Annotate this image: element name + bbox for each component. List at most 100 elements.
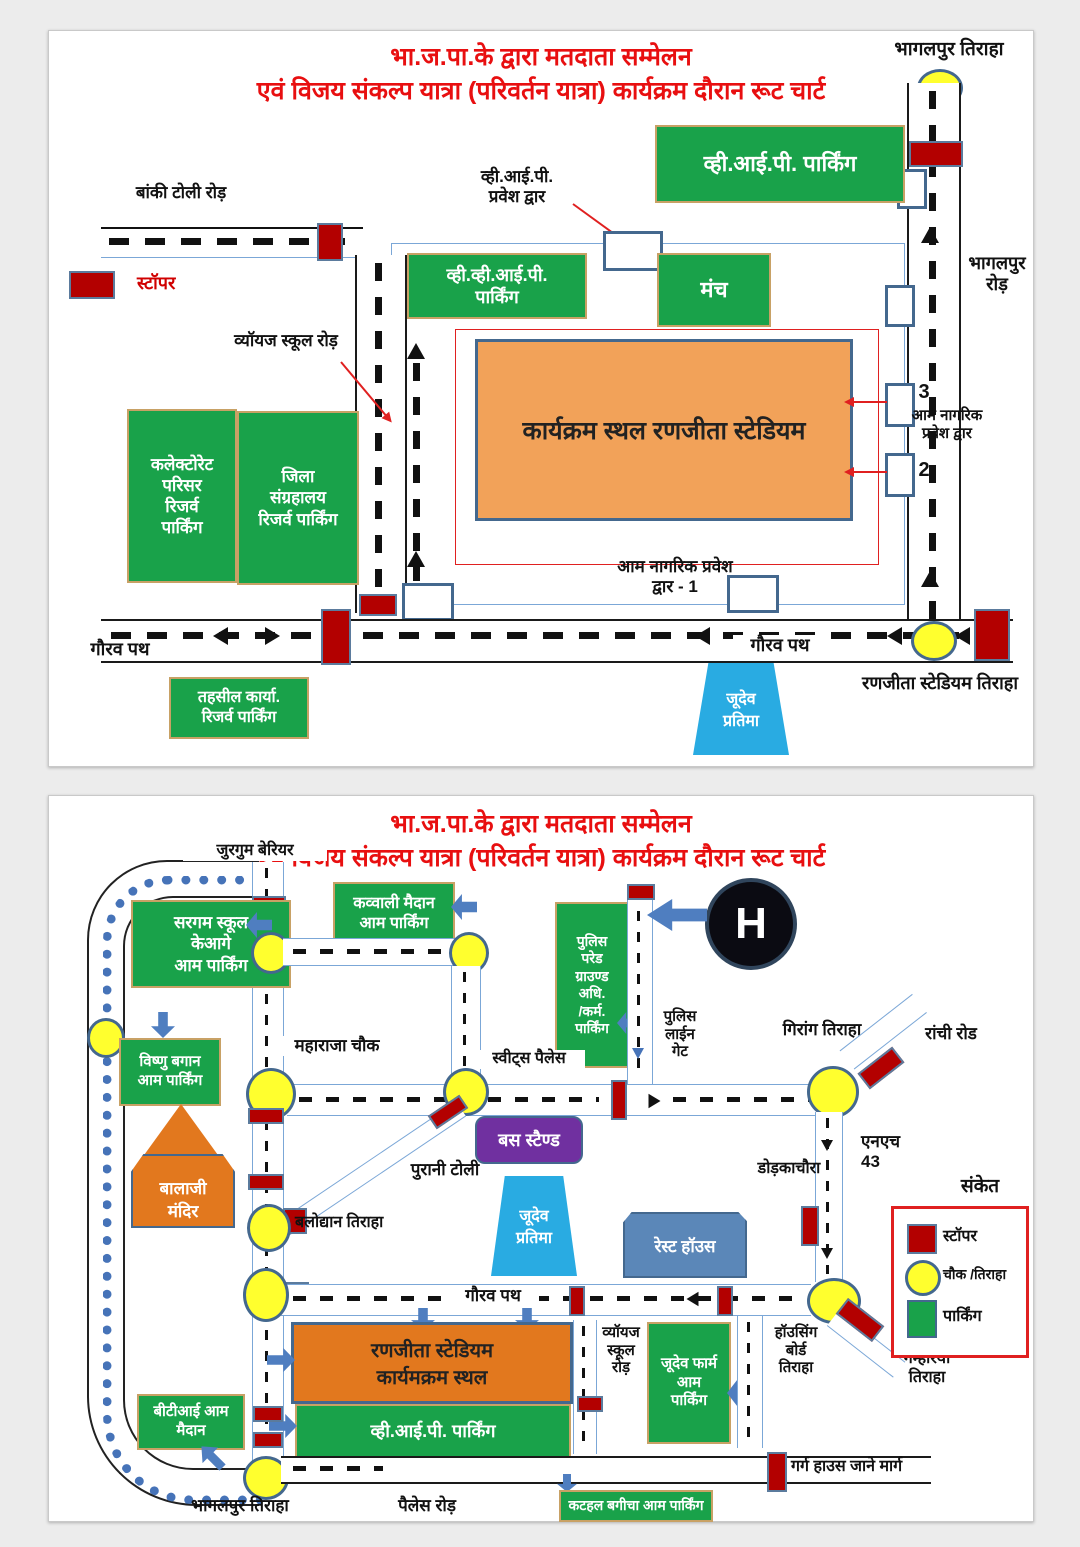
- walkway-dashes: [413, 363, 420, 581]
- gate-vip-entry: [603, 231, 663, 271]
- label-girang-tiraha: गिरांग तिराहा: [782, 1020, 862, 1039]
- arrow-right-icon: [648, 1093, 661, 1109]
- ring-road-dots: [103, 876, 262, 1504]
- road-housing-board: [737, 1316, 763, 1448]
- stopper-nh43: [801, 1206, 819, 1246]
- vishnu-bagan-parking-box: विष्णु बगान आम पार्किंग: [119, 1038, 221, 1106]
- girang-tiraha-chowk: [807, 1066, 859, 1118]
- map-panel-top: भा.ज.पा.के द्वारा मतदाता सम्मेलन एवं विज…: [48, 30, 1034, 767]
- label-sweets-palace: स्वीट्स पैलेस: [473, 1050, 585, 1069]
- stadium-red-boundary: [455, 329, 879, 565]
- label-ranchi-road: रांची रोड: [925, 1024, 977, 1043]
- stopper-vip-a: [253, 1406, 283, 1422]
- label-stopper: स्टॉपर: [137, 273, 176, 293]
- legend-title: संकेत: [960, 1176, 1000, 1197]
- gaurav-west-chowk: [243, 1268, 289, 1322]
- stopper-vyoyaj-road: [359, 594, 397, 616]
- stopper-gaurav2-a: [569, 1286, 585, 1316]
- stopper-left-road-1: [248, 1108, 284, 1124]
- arrow-down-icon: [821, 1248, 833, 1259]
- arrow-left-icon: [887, 627, 902, 645]
- museum-parking-box: जिला संग्रहालय रिजर्व पार्किंग: [237, 411, 359, 585]
- label-gate-3: 3: [918, 381, 930, 403]
- arrow-right-icon: [265, 627, 280, 645]
- arrow-left-icon: [695, 627, 710, 645]
- label-balodyan-tiraha: बलोद्यान तिराहा: [295, 1214, 384, 1231]
- legend-parking-icon: [907, 1300, 937, 1338]
- rest-house-box: रेस्ट हॉउस: [623, 1212, 747, 1278]
- label-banki-toli-road: बांकी टोली रोड़: [135, 183, 227, 202]
- stopper-vyoyaj-2: [577, 1396, 603, 1412]
- stopper-vip-b: [253, 1432, 283, 1448]
- vip-parking-box-2: व्ही.आई.पी. पार्किंग: [295, 1404, 571, 1458]
- stopper-main-road: [611, 1080, 627, 1120]
- road-banki-toli-dashes: [109, 238, 347, 245]
- label-nh43: एनएच 43: [861, 1132, 901, 1172]
- stopper-bhagalpur-road: [909, 141, 963, 167]
- gate-walkway: [402, 583, 454, 621]
- qawwali-parking-box: कव्वाली मैदान आम पार्किंग: [333, 882, 455, 946]
- label-bhagalpur-road: भागलपुर रोड़: [968, 253, 1026, 295]
- gate-2: [885, 453, 915, 497]
- label-police-line-gate: पुलिस लाईन गेट: [663, 1008, 697, 1061]
- arrow-up-icon: [407, 343, 425, 359]
- gate-1: [727, 575, 779, 613]
- map1-title-line1: भा.ज.पा.के द्वारा मतदाता सम्मेलन: [390, 43, 692, 71]
- label-vip-entry-gate: व्ही.आई.पी. प्रवेश द्वार: [480, 167, 554, 207]
- label-gaurav-path-right: गौरव पथ: [733, 635, 827, 657]
- map2-title-line1: भा.ज.पा.के द्वारा मतदाता सम्मेलन: [390, 810, 692, 838]
- legend-stopper-icon: [907, 1224, 937, 1254]
- stopper-left-road-2: [248, 1174, 284, 1190]
- road-main-vertical-dashes: [265, 868, 268, 1456]
- road-main-dashes-east: [673, 1097, 809, 1102]
- stopper-banki-toli: [317, 223, 343, 261]
- arrow-left-icon: [213, 627, 228, 645]
- balaji-mandir: बालाजी मंदिर: [131, 1154, 235, 1228]
- arrow-down-blue-icon: [632, 1048, 644, 1059]
- judev-farm-parking-box: जूदेव फार्म आम पार्किंग: [647, 1322, 731, 1444]
- road-palace-dashes: [293, 1466, 383, 1471]
- label-maharaja-chowk: महाराजा चौक: [275, 1036, 399, 1057]
- stopper-gaurav-left: [321, 609, 351, 665]
- road-housing-dashes: [747, 1322, 750, 1442]
- legend-chowk-label: चौक /तिराहा: [943, 1266, 1007, 1282]
- legend-chowk-icon: [905, 1260, 941, 1296]
- road-nh43-dashes: [826, 1118, 829, 1274]
- road-gaurav-path: [101, 619, 1013, 663]
- label-housing-board-tiraha: हॉउसिंग बोर्ड तिराहा: [774, 1324, 818, 1377]
- arrow-up-icon: [407, 551, 425, 567]
- arrow-down-icon: [821, 1140, 833, 1151]
- judev-statue: जूदेव प्रतिमा: [693, 663, 789, 755]
- gate-side: [885, 285, 915, 327]
- balodyan-tiraha-chowk: [247, 1204, 291, 1252]
- ring-road-inner: [123, 896, 259, 1470]
- road-to-sweets-dashes: [463, 972, 466, 1072]
- road-vyoyaj-dashes: [375, 263, 382, 603]
- stopper-garg-house: [767, 1452, 787, 1492]
- road-gaurav-2-dashes: [293, 1296, 799, 1301]
- label-aam-nagrik-right: आम नागरिक प्रवेश द्वार: [911, 407, 983, 442]
- vip-parking-box: व्ही.आई.पी. पार्किंग: [655, 125, 905, 203]
- tehsil-parking-box: तहसील कार्या. रिजर्व पार्किंग: [169, 677, 309, 739]
- gate2-arrow: [847, 471, 887, 473]
- road-banki-toli: [101, 227, 363, 258]
- label-aam-nagrik-gate1: आम नागरिक प्रवेश द्वार - 1: [617, 557, 733, 597]
- judev-statue-2: जूदेव प्रतिमा: [491, 1176, 577, 1276]
- legend-parking-label: पार्किंग: [943, 1308, 982, 1325]
- map1-title-line2: एवं विजय संकल्प यात्रा (परिवर्तन यात्रा)…: [256, 77, 826, 105]
- bti-maidan-box: बीटीआई आम मैदान: [137, 1394, 245, 1450]
- label-gaurav-path-2: गौरव पथ: [447, 1286, 539, 1307]
- police-parade-parking-box: पुलिस परेड ग्राउण्ड अधि. /कर्म. पार्किंग: [555, 902, 629, 1068]
- label-gaurav-path-left: गौरव पथ: [73, 639, 167, 661]
- road-bhagalpur-dashes: [929, 91, 936, 653]
- stopper-gaurav-right: [974, 609, 1010, 661]
- label-vyoyaj-school-road: व्यॉयज स्कूल रोड़: [234, 331, 338, 350]
- arrow-up-icon: [921, 571, 939, 587]
- arrow-up-icon: [921, 227, 939, 243]
- arrow-left-icon: [686, 1291, 699, 1307]
- legend-stopper-label: स्टॉपर: [943, 1228, 978, 1245]
- kathal-parking-box: कटहल बगीचा आम पार्किंग: [559, 1490, 713, 1522]
- label-ranjita-stadium-tiraha: रणजीता स्टेडियम तिराहा: [861, 673, 1019, 693]
- label-gate-2: 2: [918, 459, 930, 481]
